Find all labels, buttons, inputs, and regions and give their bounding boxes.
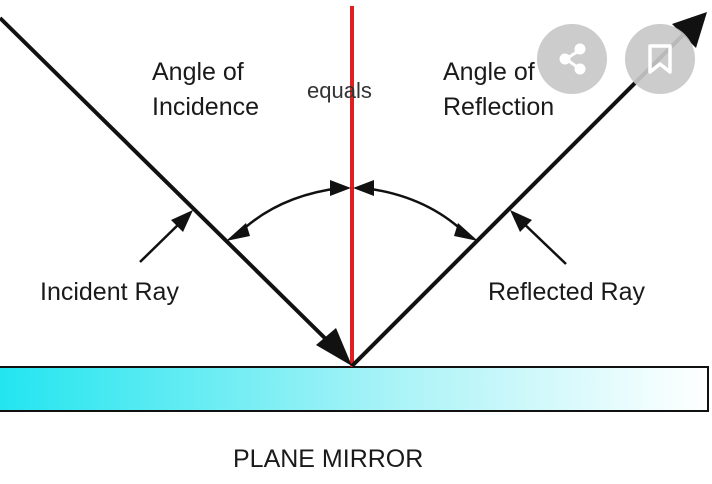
incident-ray-pointer-head — [171, 210, 193, 232]
angle-reflection-arc — [363, 186, 469, 237]
bookmark-button[interactable] — [625, 24, 695, 94]
incident-ray-arrowhead — [316, 328, 352, 366]
angle-incidence-arc — [235, 186, 341, 237]
bookmark-icon — [648, 44, 672, 74]
incident-ray-line — [0, 16, 342, 355]
angle-reflection-arrow-top — [353, 180, 374, 196]
reflected-ray-arrowhead — [672, 12, 707, 48]
angle-reflection-label-line1: Angle of — [443, 58, 535, 86]
incident-ray-label: Incident Ray — [40, 278, 179, 306]
reflected-ray-pointer — [519, 219, 567, 265]
share-button[interactable] — [537, 24, 607, 94]
equals-label: equals — [307, 78, 372, 103]
incident-ray-pointer — [139, 219, 184, 263]
reflected-ray-line — [350, 28, 690, 368]
angle-reflection-label-line2: Reflection — [443, 93, 554, 121]
plane-mirror — [0, 366, 709, 412]
angle-reflection-arrow-low — [454, 223, 478, 241]
angle-incidence-arrow-low — [226, 223, 250, 241]
angle-incidence-arrow-top — [330, 180, 351, 196]
reflected-ray-pointer-head — [510, 210, 532, 232]
reflected-ray-label: Reflected Ray — [488, 278, 646, 306]
angle-incidence-label-line1: Angle of — [152, 58, 244, 86]
angle-incidence-label-line2: Incidence — [152, 93, 259, 121]
share-icon — [559, 43, 586, 75]
plane-mirror-label: PLANE MIRROR — [233, 445, 423, 473]
